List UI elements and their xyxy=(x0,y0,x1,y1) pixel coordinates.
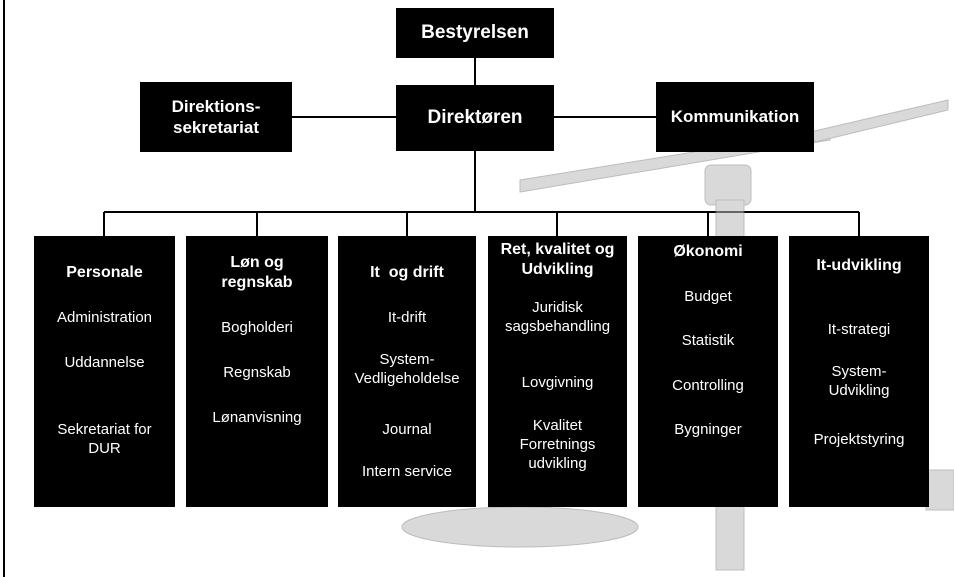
department-item: Projektstyring xyxy=(813,431,905,448)
secretariat-label: Direktions- sekretariat xyxy=(171,96,261,137)
department-item: Uddannelse xyxy=(64,354,145,371)
department-it-og-drift: It og drift It-drift System- Vedligehold… xyxy=(338,236,476,507)
department-title: Økonomi xyxy=(673,243,743,260)
department-item: It-strategi xyxy=(827,321,891,338)
department-title: Ret, kvalitet og Udvikling xyxy=(500,241,615,278)
department-personale: Personale Administration Uddannelse Sekr… xyxy=(34,236,175,507)
department-item: System- Vedligeholdelse xyxy=(354,351,460,387)
department-item: Lovgivning xyxy=(521,374,594,391)
department-item: Juridisk sagsbehandling xyxy=(504,299,611,335)
board-box: Bestyrelsen xyxy=(396,8,554,58)
department-ret-kvalitet-udvikling: Ret, kvalitet og Udvikling Juridisk sags… xyxy=(488,236,627,507)
communication-label: Kommunikation xyxy=(670,107,800,127)
department-item: Lønanvisning xyxy=(212,409,302,426)
board-label: Bestyrelsen xyxy=(421,22,529,44)
department-item: Intern service xyxy=(361,463,453,480)
department-item: Controlling xyxy=(672,377,744,394)
director-box: Direktøren xyxy=(396,85,554,151)
department-item: Journal xyxy=(382,421,432,438)
department-title: It-udvikling xyxy=(816,257,902,274)
department-title: Løn og regnskab xyxy=(221,254,293,291)
department-item: Bygninger xyxy=(674,421,742,438)
department-item: Sekretariat for DUR xyxy=(57,421,152,457)
department-item: Bogholderi xyxy=(221,319,293,336)
department-lon-og-regnskab: Løn og regnskab Bogholderi Regnskab Løna… xyxy=(186,236,328,507)
department-okonomi: Økonomi Budget Statistik Controlling Byg… xyxy=(638,236,778,507)
department-item: Statistik xyxy=(681,332,735,349)
secretariat-box: Direktions- sekretariat xyxy=(140,82,292,152)
department-item: System- Udvikling xyxy=(828,363,890,399)
department-title: Personale xyxy=(66,264,143,281)
department-it-udvikling: It-udvikling It-strategi System- Udvikli… xyxy=(789,236,929,507)
department-item: Administration xyxy=(56,309,153,326)
director-label: Direktøren xyxy=(427,107,523,129)
communication-box: Kommunikation xyxy=(656,82,814,152)
department-item: Regnskab xyxy=(223,364,291,381)
department-item: Budget xyxy=(684,288,732,305)
department-title: It og drift xyxy=(370,264,444,281)
department-item: It-drift xyxy=(387,309,427,326)
department-item: Kvalitet Forretnings udvikling xyxy=(519,417,596,472)
